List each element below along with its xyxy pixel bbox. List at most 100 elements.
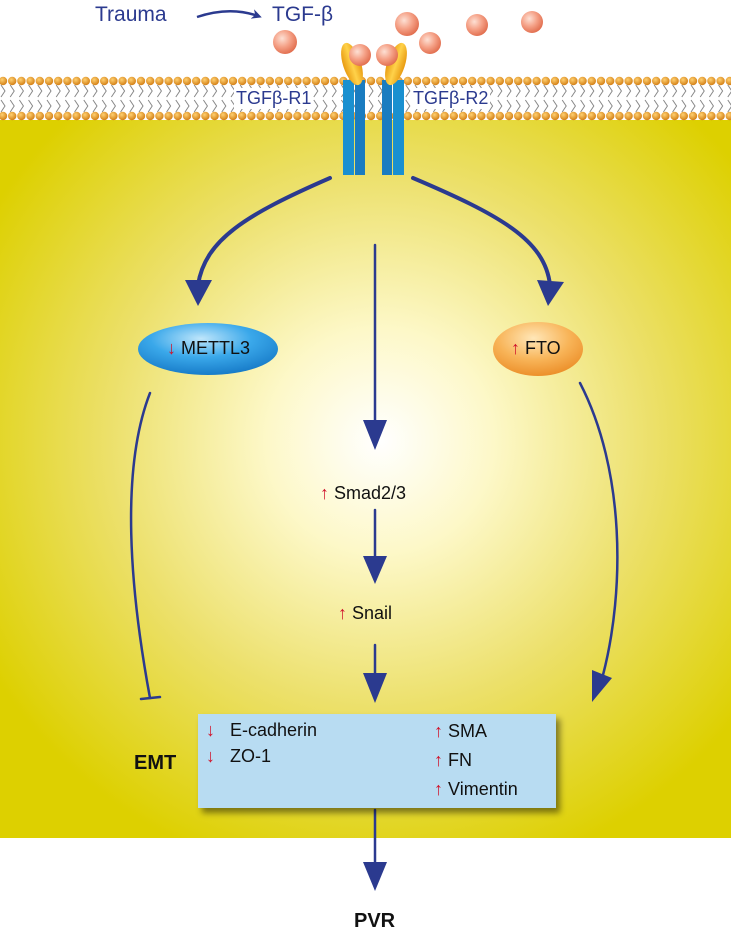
lipid-head — [219, 111, 228, 121]
trauma-label: Trauma — [95, 3, 167, 26]
lipid-head — [109, 111, 118, 121]
lipid-head — [17, 111, 26, 121]
lipid-head — [311, 111, 320, 121]
lipid-tail — [635, 84, 641, 98]
lipid-head — [477, 111, 486, 121]
lipid-head — [274, 76, 284, 86]
tgf-beta-ligands — [273, 11, 543, 66]
snail-label: Snail — [352, 603, 393, 623]
lipid-tail — [580, 99, 586, 113]
lipid-tail — [524, 99, 531, 113]
lipid-tail — [598, 99, 604, 113]
lipid-tail — [9, 99, 15, 113]
lipid-head — [495, 111, 504, 121]
down-arrow-icon: ↓ — [206, 720, 215, 740]
trauma-arrow — [196, 9, 262, 19]
lipid-tail — [221, 84, 227, 98]
lipid-tail — [672, 99, 678, 113]
lipid-tail — [368, 84, 374, 98]
lipid-head — [109, 76, 118, 86]
lipid-tail — [662, 84, 669, 98]
up-arrow-icon: ↑ — [434, 750, 443, 770]
lipid-head — [468, 111, 477, 121]
lipid-head — [44, 111, 54, 121]
lipid-head — [155, 76, 164, 86]
lipid-tail — [497, 84, 503, 98]
lipid-head — [615, 76, 624, 86]
lipid-head — [201, 76, 210, 86]
lipid-head — [173, 76, 182, 86]
lipid-head — [679, 76, 688, 86]
lipid-tail — [589, 99, 595, 113]
lipid-head — [164, 76, 173, 86]
lipid-tail — [184, 84, 190, 98]
lipid-head — [624, 76, 633, 86]
smad-text: ↑ Smad2/3 — [320, 483, 406, 504]
lipid-tail — [28, 84, 34, 98]
lipid-tail — [166, 84, 172, 98]
lipid-head — [587, 111, 596, 121]
lipid-tail — [644, 84, 650, 98]
lipid-head — [652, 111, 661, 121]
lipid-head — [54, 111, 63, 121]
lipid-tail — [175, 84, 181, 98]
lipid-tail — [64, 99, 71, 113]
lipid-head — [228, 111, 238, 121]
lipid-head — [35, 76, 44, 86]
lipid-head — [707, 76, 716, 86]
lipid-tail — [699, 99, 705, 113]
lipid-head — [587, 76, 596, 86]
lipid-head — [532, 76, 541, 86]
lipid-head — [265, 76, 274, 86]
lipid-head — [146, 111, 155, 121]
lipid-head — [118, 111, 127, 121]
lipid-head — [90, 76, 100, 86]
lipid-head — [228, 76, 238, 86]
lipid-tail — [138, 99, 144, 113]
mettl3-label: METTL3 — [181, 338, 251, 358]
lipid-head — [523, 111, 532, 121]
lipid-head — [642, 76, 652, 86]
lipid-head — [716, 111, 725, 121]
lipid-head — [550, 111, 560, 121]
lipid-head — [661, 111, 670, 121]
lipid-tail — [156, 99, 163, 113]
lipid-head — [688, 111, 698, 121]
emt-marker-e-cadherin: ↓ E-cadherin — [206, 720, 317, 741]
lipid-head — [256, 76, 265, 86]
lipid-head — [8, 76, 17, 86]
lipid-tail — [534, 84, 540, 98]
lipid-head — [72, 76, 81, 86]
lipid-head — [173, 111, 182, 121]
lipid-head — [504, 111, 514, 121]
up-arrow-icon: ↑ — [320, 483, 329, 503]
lipid-head — [698, 76, 707, 86]
lipid-tail — [524, 84, 531, 98]
emt-label: EMT — [134, 752, 177, 774]
fn-label: FN — [448, 750, 473, 770]
lipid-tail — [37, 84, 43, 98]
fto-label: FTO — [525, 338, 561, 358]
lipid-head — [81, 76, 91, 86]
lipid-head — [210, 76, 219, 86]
up-arrow-icon: ↑ — [434, 779, 443, 799]
lipid-tail — [120, 99, 126, 113]
lipid-tail — [718, 84, 724, 98]
lipid-tail — [46, 99, 52, 113]
lipid-head — [302, 76, 311, 86]
lipid-head — [661, 76, 670, 86]
smad-label: Smad2/3 — [334, 483, 407, 503]
lipid-tail — [331, 99, 337, 113]
lipid-head — [238, 76, 247, 86]
lipid-head — [136, 111, 146, 121]
lipid-tail — [718, 99, 724, 113]
lipid-head — [468, 76, 477, 86]
lipid-head — [523, 76, 532, 86]
lipid-tail — [616, 99, 623, 113]
lipid-head — [238, 111, 247, 121]
lipid-head — [422, 76, 431, 86]
lipid-head — [440, 76, 449, 86]
lipid-head — [670, 76, 679, 86]
arrowheads — [185, 280, 612, 891]
lipid-head — [366, 76, 376, 86]
